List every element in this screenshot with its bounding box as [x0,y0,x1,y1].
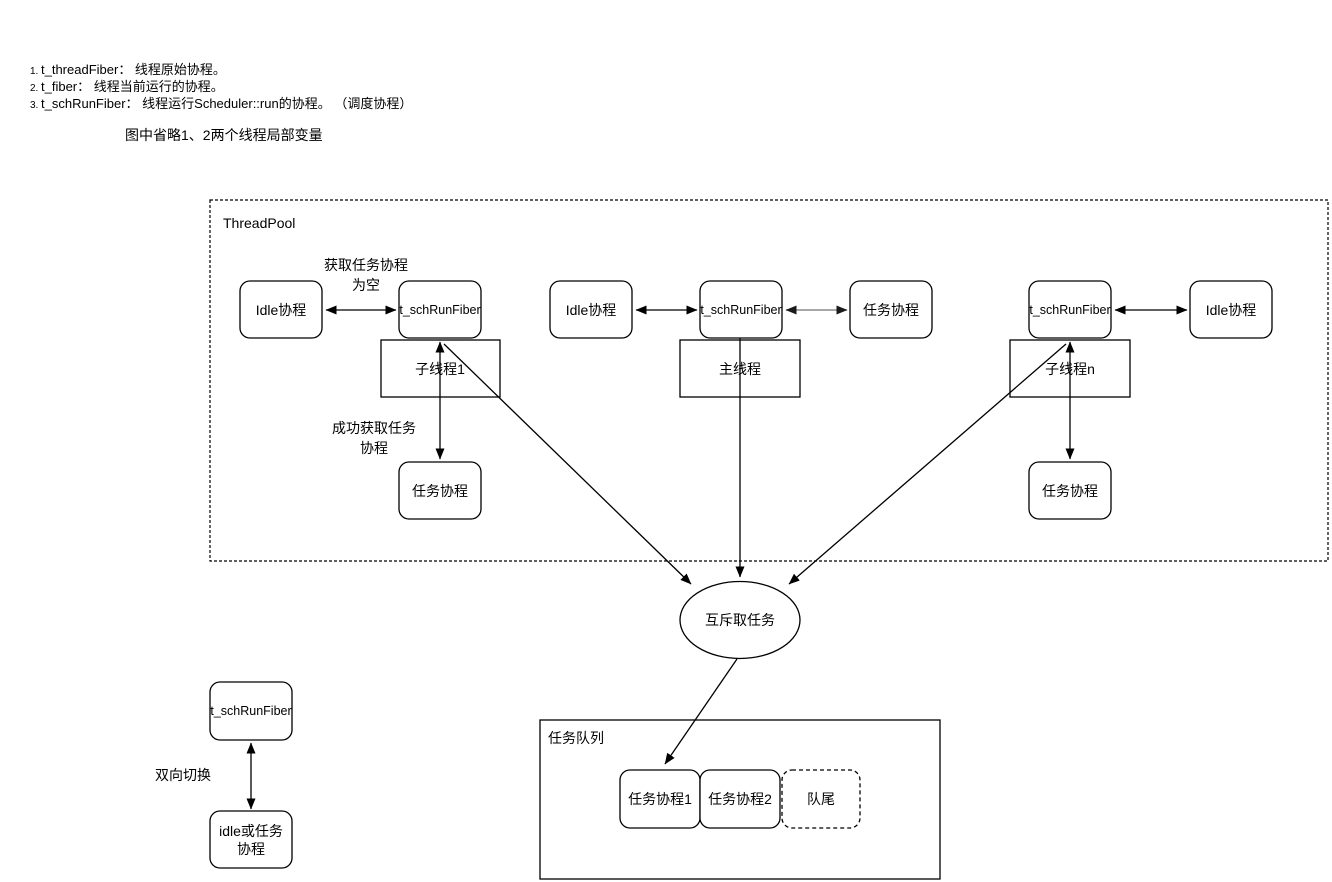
sch-fiber-label-child1: t_schRunFiber [399,303,480,317]
task-fiber-box-child1 [398,461,482,520]
threadpool-label: ThreadPool [223,215,295,231]
thread-label-childn: 子线程n [1045,361,1095,377]
edge-child1-to-mutex [443,343,692,585]
sch-fiber-box-child1 [398,280,482,339]
edge-mutex-to-queue [664,658,738,765]
task-fiber-label-childn: 任务协程 [1042,483,1098,499]
queue-tail-label: 队尾 [807,791,835,807]
switch-target-fiber-box [209,810,293,869]
queue-item-2 [699,769,781,829]
sch-fiber-box-main [699,280,783,339]
thread-label-main: 主线程 [719,361,761,377]
idle-fiber-label-childn: Idle协程 [1206,302,1257,318]
note-line-1: 1.t_threadFiber： 线程原始协程。 [30,62,226,77]
note-line-3: 3.t_schRunFiber： 线程运行Scheduler::run的协程。 … [30,96,412,111]
task-fiber-label-child1: 任务协程 [412,483,468,499]
note-line-2: 2.t_fiber： 线程当前运行的协程。 [30,79,224,94]
task-fiber-label-main: 任务协程 [863,302,919,318]
switch-edge-label: 双向切换 [155,767,211,783]
queue-item-2-label: 任务协程2 [708,791,772,807]
idle-fiber-box-childn [1189,280,1273,339]
switch-target-fiber-label: idle或任务协程 [219,823,283,857]
edge-childn-to-mutex [788,343,1067,585]
task-queue-box [539,719,941,880]
idle-fiber-label-main: Idle协程 [566,302,617,318]
sch-fiber-label-childn: t_schRunFiber [1029,303,1110,317]
queue-item-1-label: 任务协程1 [628,791,692,807]
mutex-ellipse [679,580,801,660]
task-fiber-box-childn [1028,461,1112,520]
task-fiber-box-main [849,280,933,339]
thread-label-child1: 子线程1 [415,361,465,377]
sch-fiber-label-main: t_schRunFiber [700,303,781,317]
switch-sch-fiber-label: t_schRunFiber [210,704,291,718]
edge-label-fetch-success: 成功获取任务协程 [332,420,416,456]
idle-fiber-box-child1 [239,280,323,339]
threadpool-container: ThreadPool [209,199,1329,562]
idle-fiber-label-child1: Idle协程 [256,302,307,318]
switch-sch-fiber-box [209,681,293,741]
queue-tail-box [781,769,861,829]
note-caption: 图中省略1、2两个线程局部变量 [125,127,323,143]
diagram-texts: Idle协程 t_schRunFiber 子线程1 任务协程 获取任务协程为空 … [155,257,1256,857]
legend-notes: 1.t_threadFiber： 线程原始协程。 2.t_fiber： 线程当前… [30,62,412,143]
sch-fiber-box-childn [1028,280,1112,339]
task-queue-label: 任务队列 [548,730,604,746]
mutex-label: 互斥取任务 [705,612,775,628]
edge-label-fetch-empty: 获取任务协程为空 [324,257,408,293]
connectors [246,305,1188,810]
idle-fiber-box-main [549,280,633,339]
threadpool-boundary [209,199,1329,562]
